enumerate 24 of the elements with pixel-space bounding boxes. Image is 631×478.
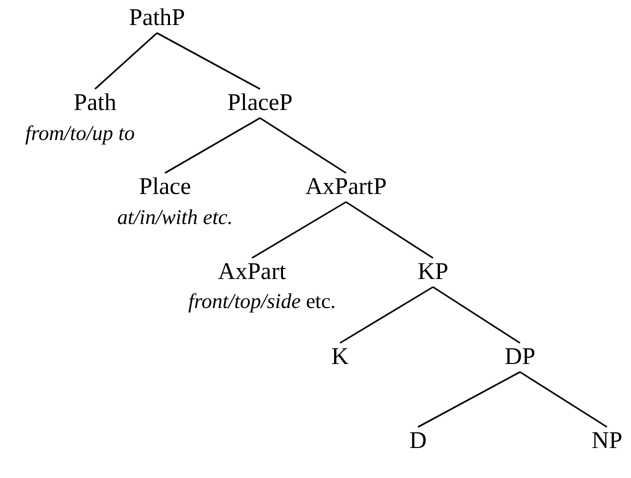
tree-label: K bbox=[331, 344, 349, 370]
tree-label: AxPartP bbox=[305, 174, 387, 200]
tree-label: Path bbox=[74, 90, 116, 116]
tree-branch bbox=[346, 201, 434, 259]
gloss-text: at/in/with etc. bbox=[117, 205, 233, 229]
tree-branch bbox=[260, 117, 346, 174]
tree-branch bbox=[94, 32, 158, 90]
tree-label: NP bbox=[592, 428, 622, 454]
tree-label: D bbox=[409, 428, 427, 454]
tree-branch bbox=[520, 371, 608, 428]
tree-label: PlaceP bbox=[227, 90, 293, 116]
tree-label: KP bbox=[418, 259, 448, 285]
tree-label: Place bbox=[139, 174, 191, 200]
tree-label: AxPart bbox=[218, 259, 286, 285]
gloss-text: front/top/side etc. bbox=[188, 289, 336, 313]
tree-branch bbox=[156, 32, 260, 90]
tree-branch bbox=[418, 371, 520, 428]
tree-branch bbox=[340, 286, 434, 344]
tree-label: DP bbox=[504, 344, 536, 370]
gloss-text: from/to/up to bbox=[25, 121, 135, 145]
tree-branch bbox=[164, 117, 260, 174]
tree-branch bbox=[432, 286, 520, 344]
tree-branch bbox=[252, 201, 346, 259]
tree-label: PathP bbox=[129, 5, 185, 31]
